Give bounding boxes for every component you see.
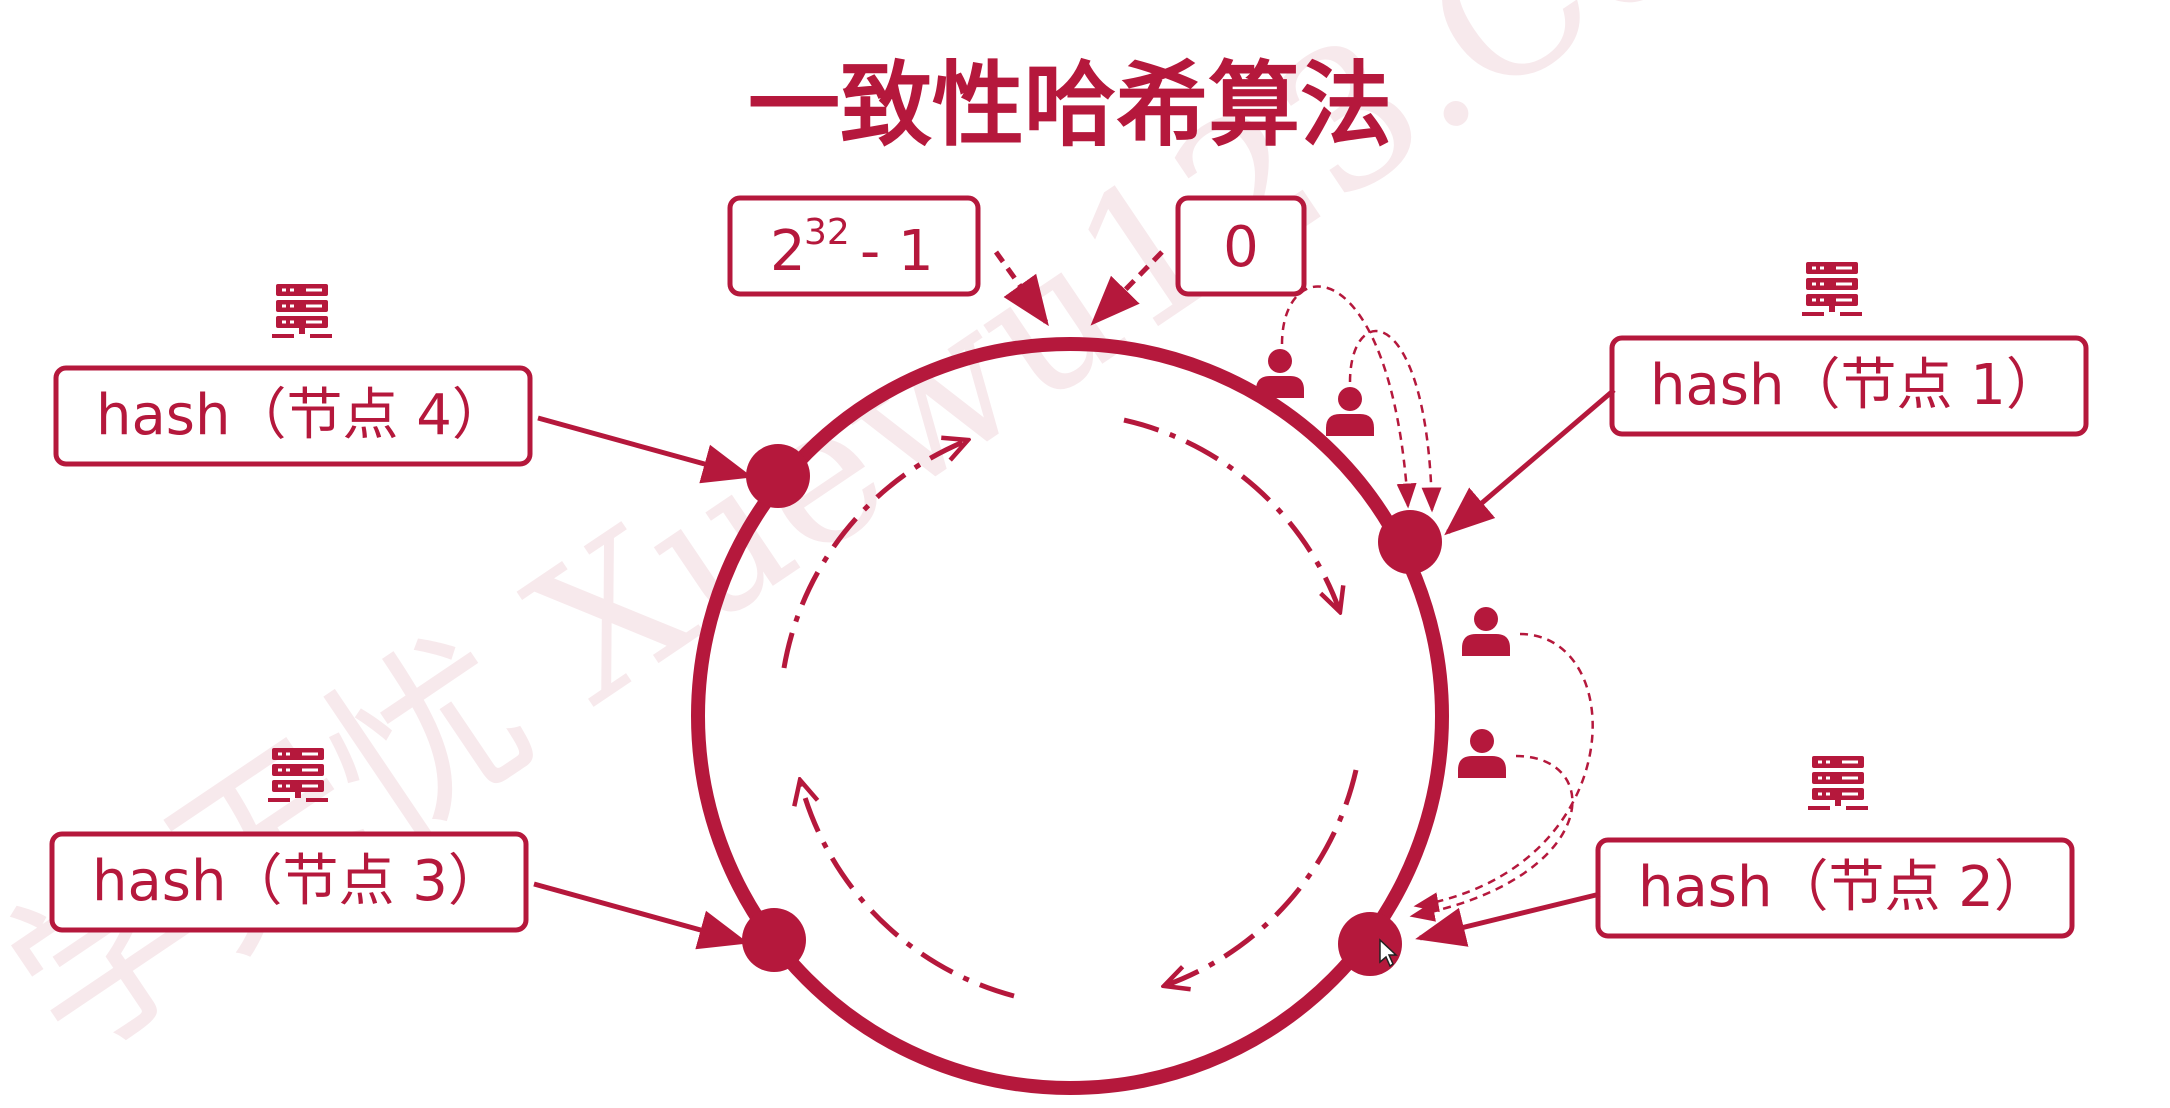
user-icon (1256, 349, 1304, 398)
node-4-pointer (537, 415, 753, 484)
user-group-node-2 (1409, 607, 1594, 922)
node-1-box (1609, 335, 2089, 437)
user-mapping-arrow (1413, 632, 1594, 913)
node-3-label: hash（节点 3） (92, 849, 504, 914)
user-mapping-arrow (1409, 754, 1574, 922)
ring-max-label: 2 32 - 1 (727, 195, 981, 297)
node-4-point (746, 444, 810, 508)
user-icon (1326, 387, 1374, 436)
node-3-point (742, 908, 806, 972)
ring-max-base: 2 (770, 219, 806, 284)
direction-arrow-top-right (1123, 417, 1340, 612)
node-2-label: hash（节点 2） (1638, 855, 2050, 920)
node-2-pointer (1415, 891, 1601, 947)
user-icon (1458, 729, 1506, 778)
user-icon (1462, 607, 1510, 656)
direction-arrow-bottom-right (1164, 769, 1359, 986)
ring-max-pointer (993, 250, 1049, 327)
clockwise-direction-arrows (781, 417, 1359, 999)
page-title: 一致性哈希算法 (748, 52, 1392, 159)
node-1-pointer (1444, 388, 1616, 536)
ring-zero-text: 0 (1223, 215, 1259, 280)
server-icon (1808, 756, 1868, 810)
direction-arrow-bottom-left (800, 780, 1015, 999)
node-4-box (53, 365, 533, 467)
node-1: hash（节点 1） (1378, 262, 2089, 574)
node-4: hash（节点 4） (53, 284, 810, 508)
user-group-node-1 (1256, 285, 1442, 513)
user-mapping-arrow (1280, 285, 1417, 509)
node-3-pointer (533, 881, 749, 950)
server-icon (272, 284, 332, 338)
ring-zero-pointer (1090, 250, 1164, 326)
cursor-icon (1379, 938, 1398, 968)
node-3: hash（节点 3） (49, 748, 806, 972)
ring-max-exponent: 32 (804, 212, 850, 253)
node-2-point (1338, 912, 1402, 976)
watermark: 学无忧 Xuewu123.Com (0, 0, 1876, 1097)
node-2: hash（节点 2） (1338, 756, 2075, 976)
ring-zero-label: 0 (1175, 195, 1307, 297)
server-icon (1802, 262, 1862, 316)
watermark-text: 学无忧 Xuewu123.Com (0, 0, 1876, 1097)
user-mapping-arrow (1348, 329, 1442, 513)
hash-ring (691, 337, 1449, 1095)
node-3-box (49, 831, 529, 933)
node-1-label: hash（节点 1） (1650, 353, 2062, 418)
ring-max-suffix: - 1 (860, 219, 934, 284)
direction-arrow-top-left (781, 440, 968, 669)
node-1-point (1378, 510, 1442, 574)
node-2-box (1595, 837, 2075, 939)
node-4-label: hash（节点 4） (96, 383, 508, 448)
